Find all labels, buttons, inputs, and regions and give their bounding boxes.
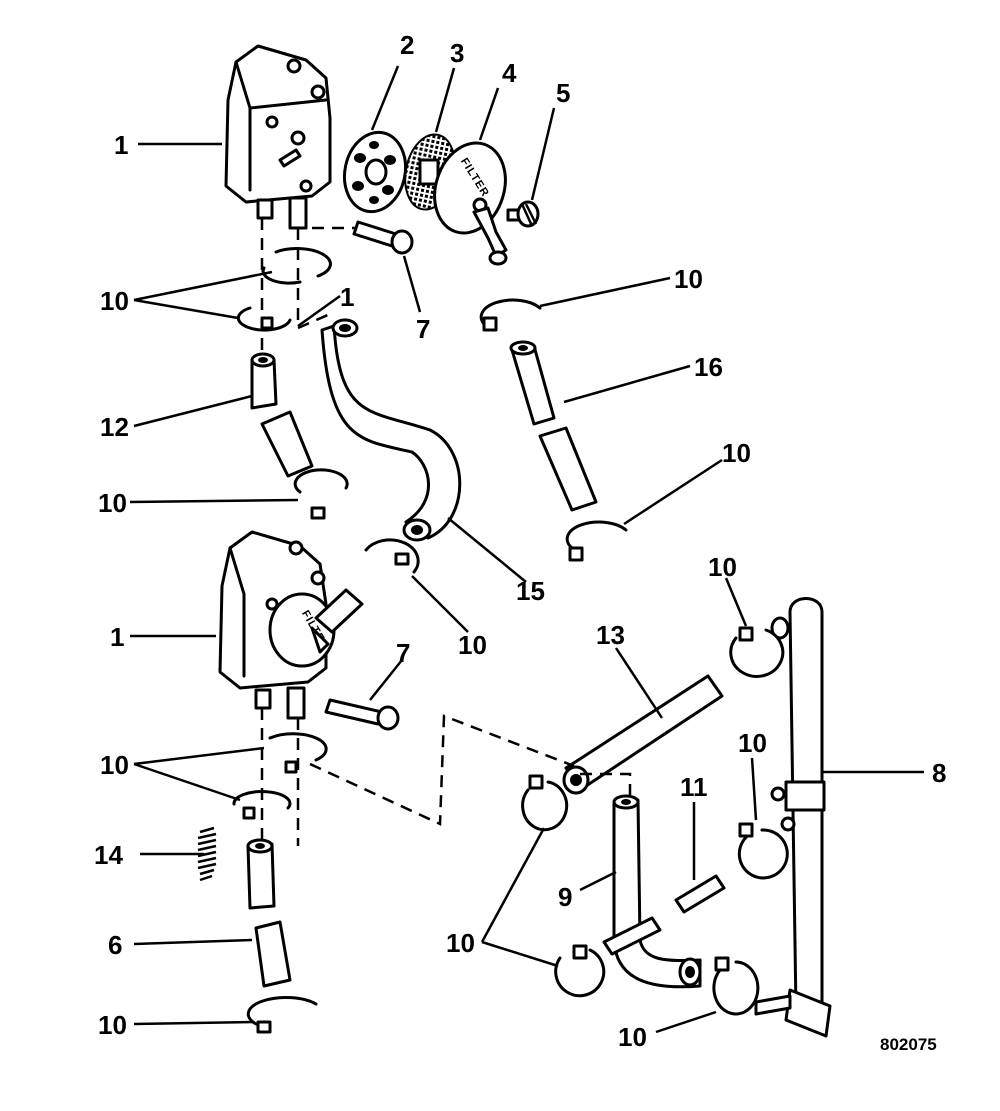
part-14-spring (197, 826, 217, 882)
part-11-tube (602, 874, 726, 956)
callout-10-right-middle: 10 (722, 438, 751, 468)
callout-2: 2 (400, 30, 414, 60)
part-5-screw (506, 200, 540, 228)
upper-fuel-pump (224, 44, 332, 230)
callout-10-right-top: 10 (708, 552, 737, 582)
upper-right-clips (479, 298, 628, 562)
callout-10-bottom-center: 10 (446, 928, 475, 958)
callout-13: 13 (596, 620, 625, 650)
callout-16: 16 (694, 352, 723, 382)
lower-fuel-pump: FILTER (218, 530, 364, 720)
clip-near-15 (364, 538, 420, 574)
callout-11: 11 (680, 772, 708, 802)
callout-10-upper-right: 10 (674, 264, 703, 294)
callout-6: 6 (108, 930, 122, 960)
part-9-elbow-hose (612, 794, 702, 989)
leader-lines (129, 65, 924, 1034)
callout-9: 9 (558, 882, 572, 912)
lower-middle-clip (293, 468, 349, 520)
part-7-lower-bolt (324, 698, 400, 731)
callout-5: 5 (556, 78, 570, 108)
bottom-clip (246, 996, 318, 1034)
callout-12: 12 (100, 412, 129, 442)
part-16-hose (509, 340, 598, 512)
lower-left-clips (232, 732, 328, 820)
part-8-fuel-line (754, 597, 832, 1038)
callout-14: 14 (94, 840, 123, 870)
part-13-hose (562, 674, 724, 795)
callout-10-bottom-left: 10 (98, 1010, 127, 1040)
callout-7-lower: 7 (396, 638, 410, 668)
callout-10-lower-left: 10 (100, 750, 129, 780)
callout-10-bottom-right: 10 (618, 1022, 647, 1052)
callout-10-middle-left: 10 (98, 488, 127, 518)
part-2-valve-plate (342, 130, 408, 214)
callout-1-upper-pump: 1 (114, 130, 128, 160)
callout-labels: 1 2 3 4 5 7 10 10 16 1 12 10 10 15 10 1 … (94, 30, 946, 1054)
callout-15: 15 (516, 576, 545, 606)
callout-3: 3 (450, 38, 464, 68)
callout-10-right-lower: 10 (738, 728, 767, 758)
part-7-upper-bolt (352, 220, 414, 255)
callout-1-lower-pump: 1 (110, 622, 124, 652)
upper-left-clips (236, 247, 332, 332)
callout-7-upper: 7 (416, 314, 430, 344)
callout-10-upper-left: 10 (100, 286, 129, 316)
part-6-hose (246, 838, 292, 988)
callout-1-small: 1 (340, 282, 354, 312)
part-15-curved-hose (320, 318, 462, 542)
drawing-number: 802075 (880, 1035, 937, 1054)
callout-8: 8 (932, 758, 946, 788)
callout-10-center: 10 (458, 630, 487, 660)
part-4-filter-cover: FILTER (433, 141, 508, 266)
connection-lines (260, 218, 632, 848)
right-lower-clips (521, 626, 789, 1016)
part-12-hose (250, 352, 314, 478)
callout-4: 4 (502, 58, 517, 88)
